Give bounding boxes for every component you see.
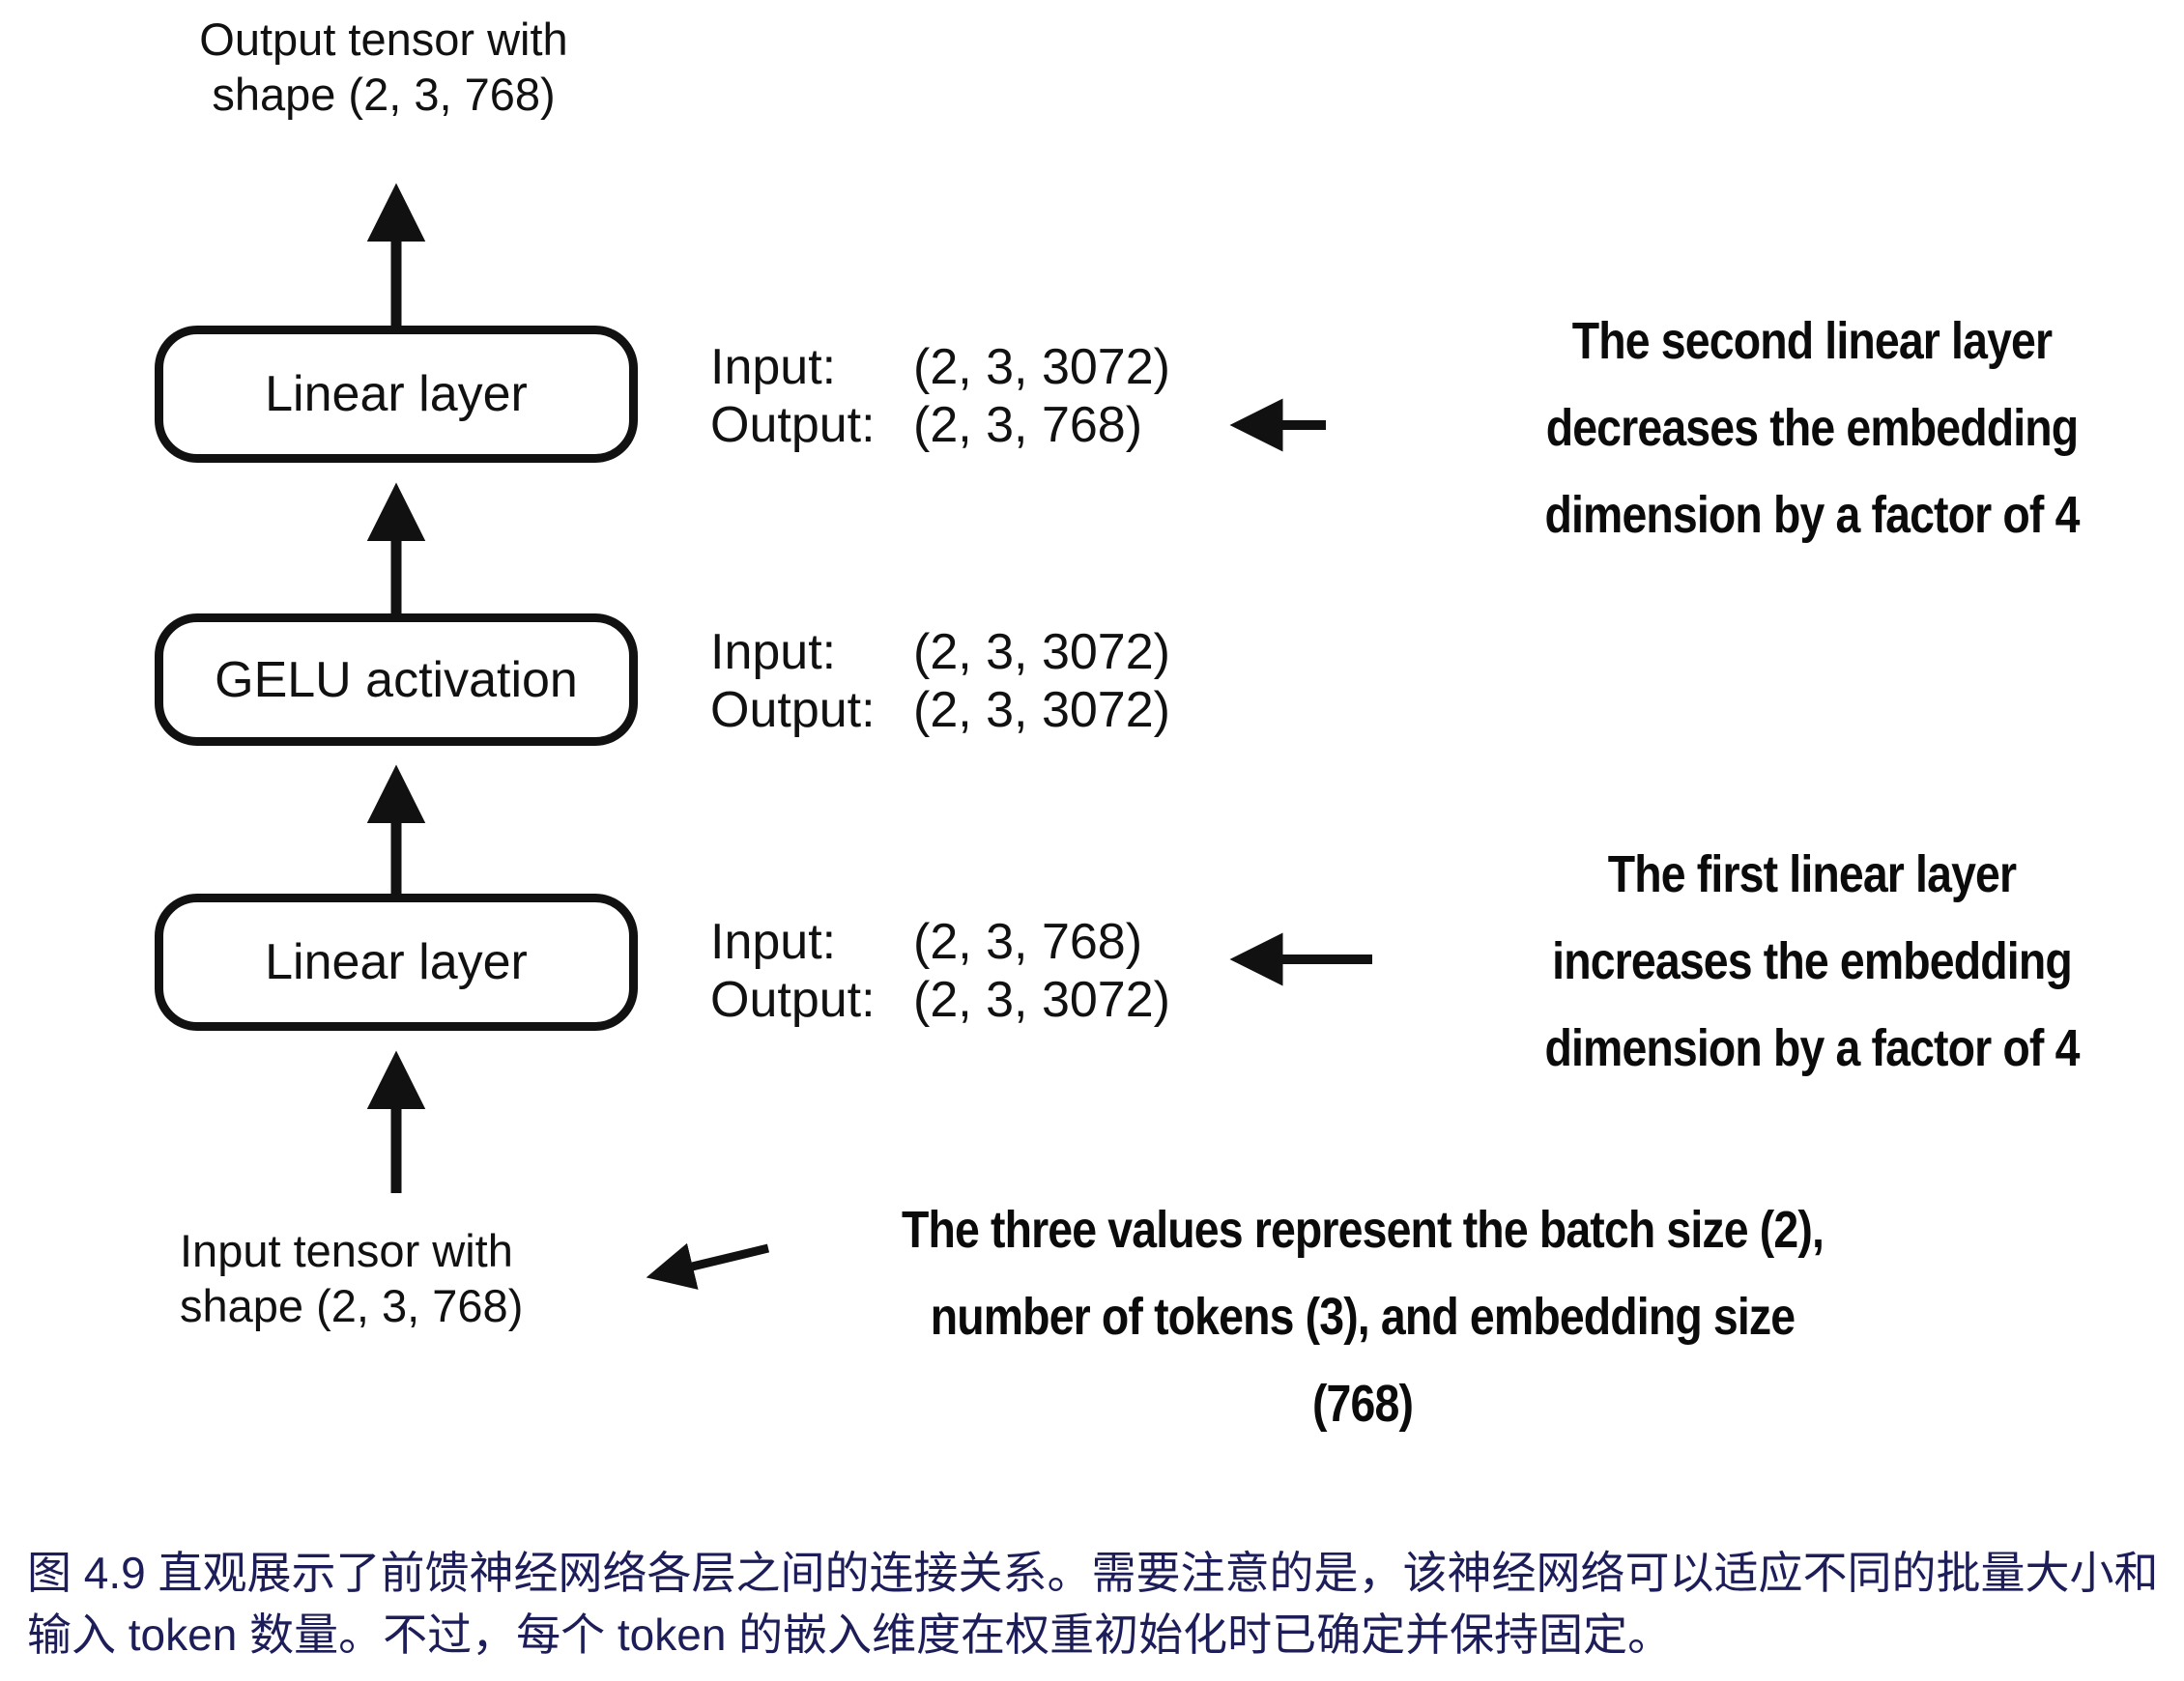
io-row: Input: (2, 3, 3072) <box>710 623 1170 681</box>
io-block-first-linear: Input: (2, 3, 768) Output: (2, 3, 3072) <box>710 913 1170 1029</box>
io-output-label: Output: <box>710 972 876 1028</box>
io-row: Output: (2, 3, 3072) <box>710 681 1170 739</box>
io-input-label: Input: <box>710 914 837 970</box>
io-output-value: (2, 3, 3072) <box>913 972 1170 1028</box>
io-output-value: (2, 3, 3072) <box>913 682 1170 738</box>
figure-caption: 图 4.9 直观展示了前馈神经网络各层之间的连接关系。需要注意的是，该神经网络可… <box>27 1548 2159 1660</box>
linear-layer-2-box: Linear layer <box>155 326 638 463</box>
io-row: Input: (2, 3, 768) <box>710 913 1170 971</box>
linear-layer-1-label: Linear layer <box>265 934 528 990</box>
io-output-value: (2, 3, 768) <box>913 397 1143 453</box>
io-input-label: Input: <box>710 624 837 680</box>
input-tensor-label: Input tensor with shape (2, 3, 768) <box>180 1225 524 1331</box>
io-block-second-linear: Input: (2, 3, 3072) Output: (2, 3, 768) <box>710 338 1170 454</box>
io-input-label: Input: <box>710 339 837 395</box>
gelu-activation-label: GELU activation <box>215 651 578 708</box>
io-output-label: Output: <box>710 397 876 453</box>
diagonal-arrow-icon <box>646 1242 770 1290</box>
gelu-activation-box: GELU activation <box>155 613 638 746</box>
io-row: Output: (2, 3, 3072) <box>710 971 1170 1029</box>
linear-layer-2-label: Linear layer <box>265 366 528 422</box>
annotation-second-linear: The second linear layer decreases the em… <box>1544 312 2080 544</box>
output-tensor-label: Output tensor with shape (2, 3, 768) <box>199 14 568 120</box>
io-input-value: (2, 3, 3072) <box>913 624 1170 680</box>
linear-layer-1-box: Linear layer <box>155 894 638 1031</box>
io-input-value: (2, 3, 768) <box>913 914 1143 970</box>
io-row: Output: (2, 3, 768) <box>710 396 1170 454</box>
annotation-first-linear: The first linear layer increases the emb… <box>1544 845 2080 1077</box>
annotation-input-tensor: The three values represent the batch siz… <box>901 1201 1825 1433</box>
io-output-label: Output: <box>710 682 876 738</box>
io-block-gelu: Input: (2, 3, 3072) Output: (2, 3, 3072) <box>710 623 1170 739</box>
io-row: Input: (2, 3, 3072) <box>710 338 1170 396</box>
io-input-value: (2, 3, 3072) <box>913 339 1170 395</box>
